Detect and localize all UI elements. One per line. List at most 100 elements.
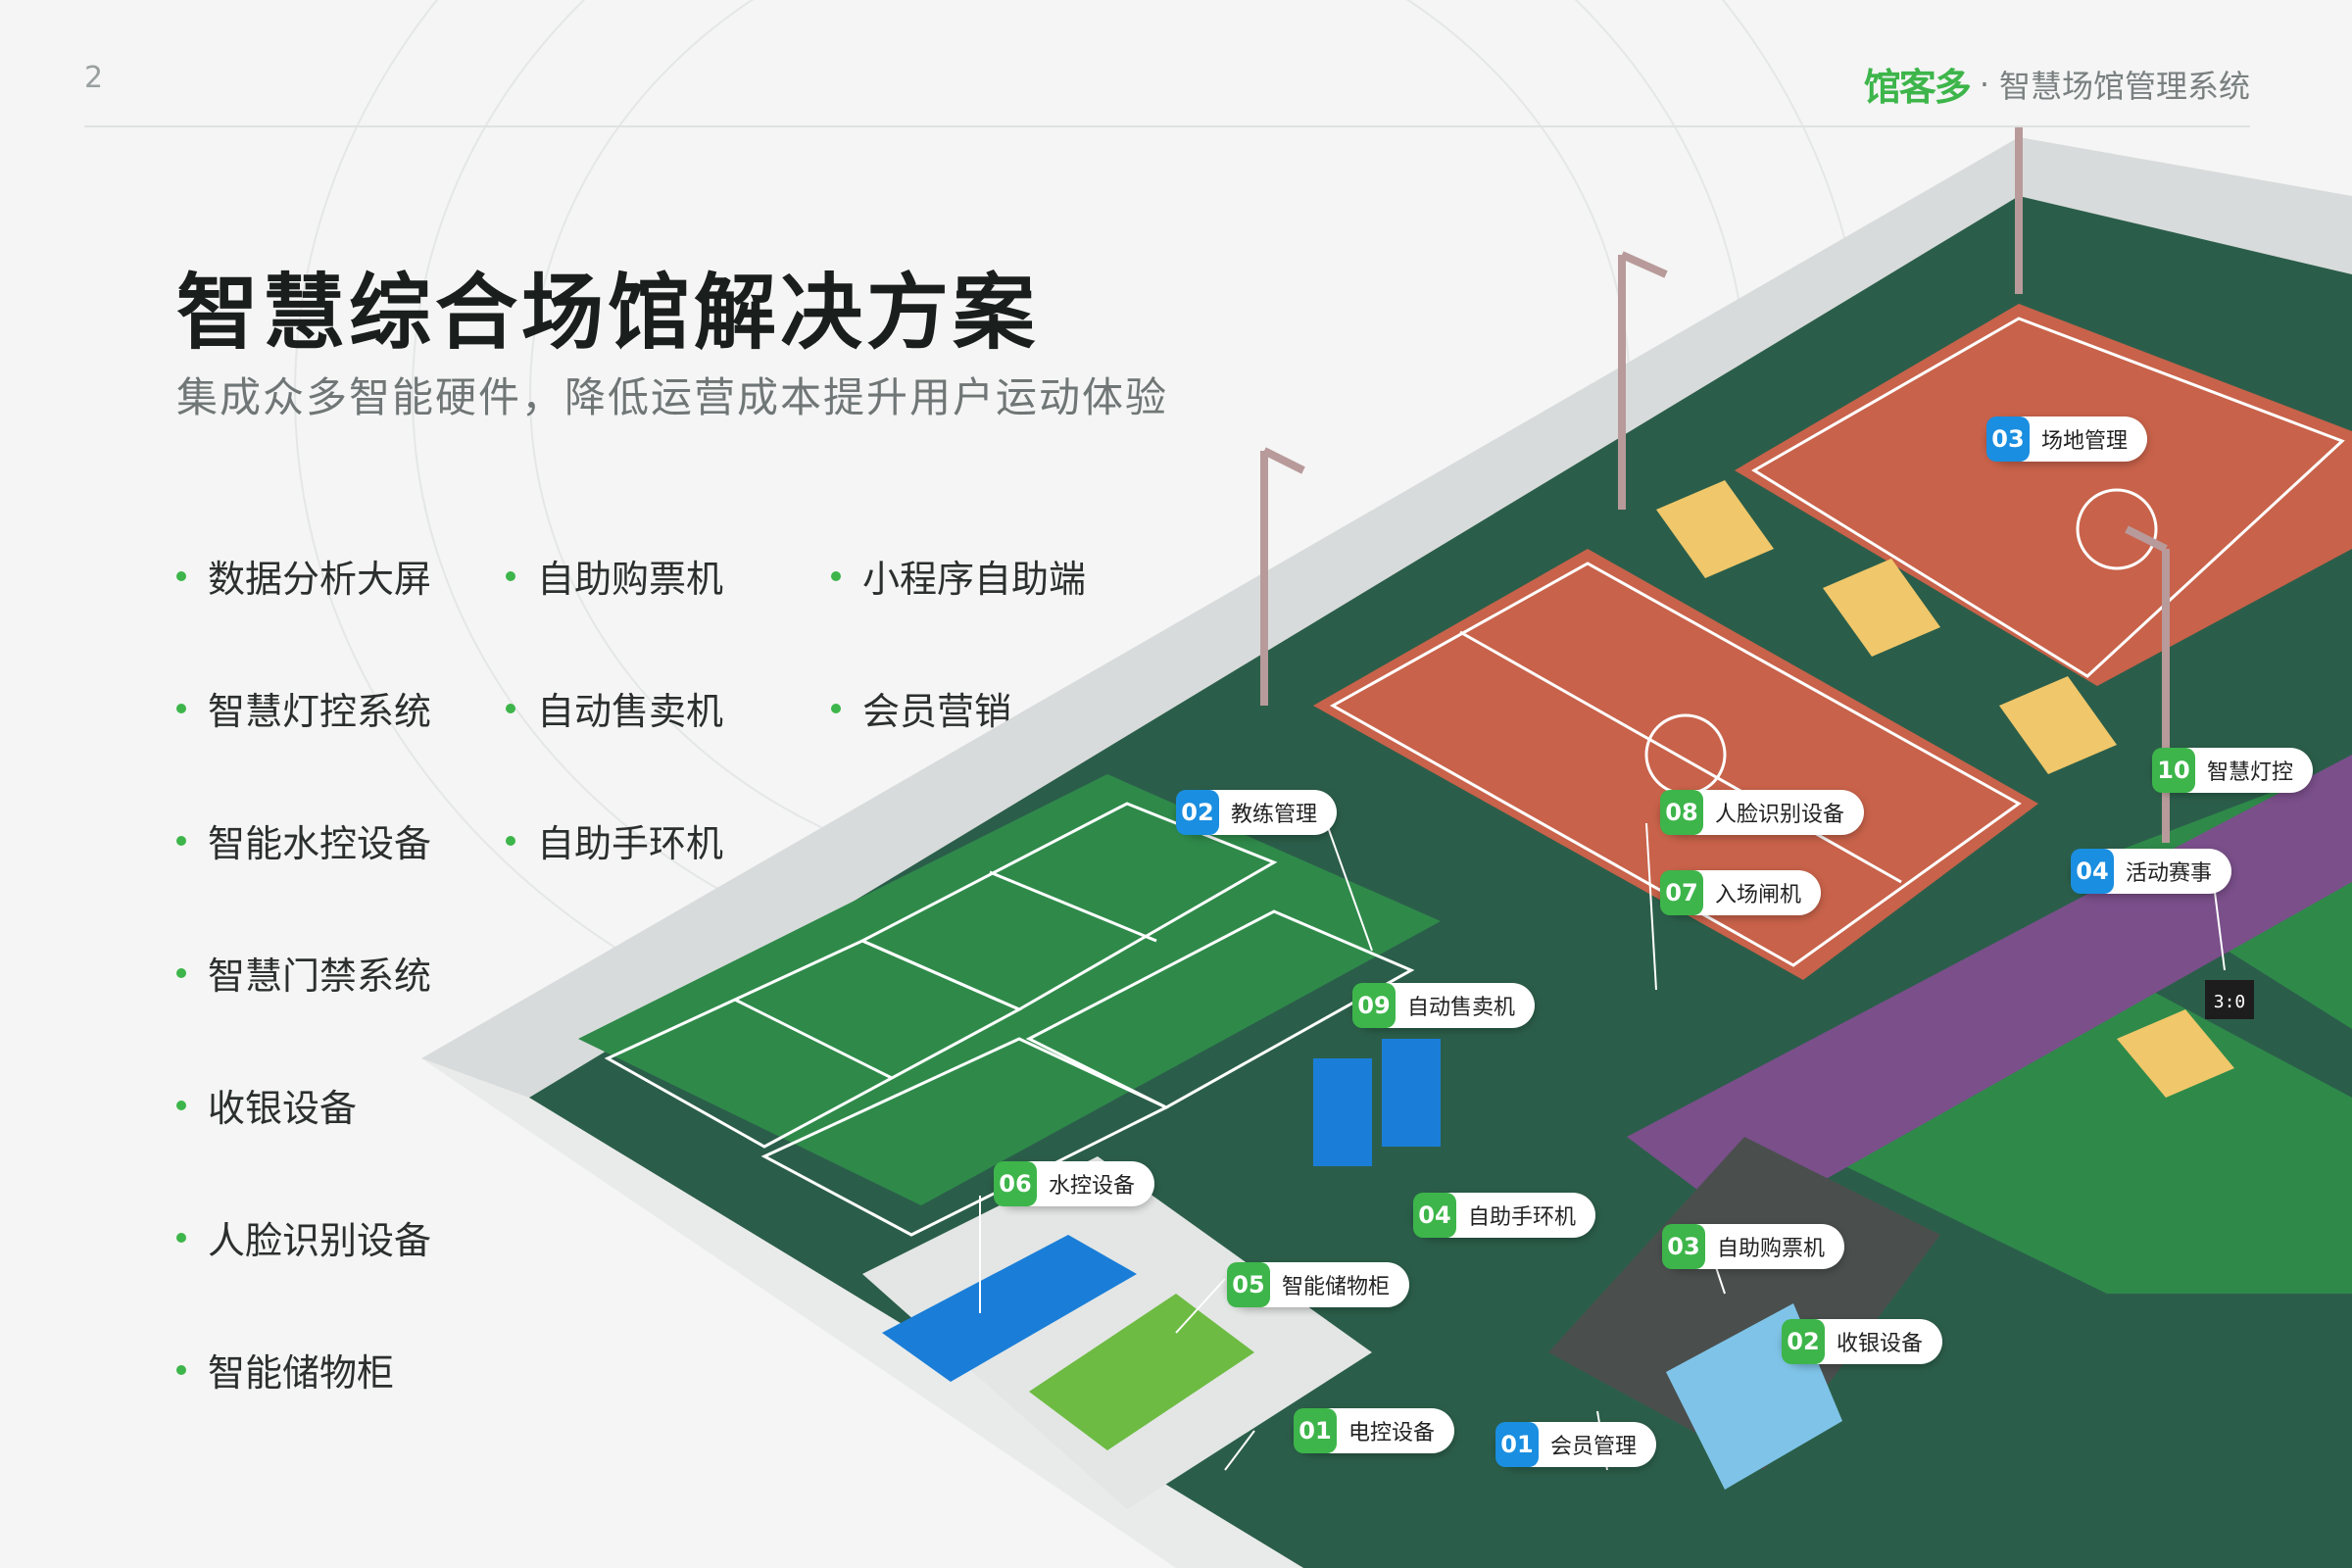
scoreboard: [2205, 980, 2254, 1019]
brand-tagline: 智慧场馆管理系统: [1998, 67, 2250, 105]
tag-number: 08: [1660, 790, 1703, 835]
tag-label: 收银设备: [1837, 1332, 1924, 1356]
feature-item: 小程序自助端: [831, 549, 1086, 603]
bullet-icon: [176, 703, 186, 713]
tag-number: 07: [1660, 870, 1703, 915]
shower-area: [882, 1235, 1137, 1382]
brand-logo: 馆客多: [1863, 66, 1972, 109]
tag-number: 03: [1662, 1224, 1705, 1269]
feature-item: 会员营销: [831, 681, 1011, 735]
tag-number: 04: [1413, 1193, 1456, 1238]
tag-label: 教练管理: [1231, 803, 1318, 827]
feature-item: 自助购票机: [506, 549, 723, 603]
feature-item: 人脸识别设备: [176, 1210, 431, 1264]
bullet-icon: [176, 967, 186, 978]
feature-label: 自助手环机: [537, 822, 724, 865]
tag-label: 自助购票机: [1717, 1237, 1826, 1261]
feature-label: 小程序自助端: [862, 558, 1087, 601]
feature-item: 智能水控设备: [176, 813, 431, 867]
tag-member-management: 01 会员管理: [1495, 1422, 1657, 1467]
feature-label: 数据分析大屏: [208, 558, 432, 601]
bullet-icon: [176, 1100, 186, 1110]
feature-item: 智能储物柜: [176, 1343, 394, 1396]
bullet-icon: [506, 835, 515, 846]
tag-number: 09: [1352, 983, 1396, 1028]
shop-area: [1548, 1137, 1940, 1470]
tag-label: 自动售卖机: [1407, 996, 1516, 1020]
tag-label: 会员管理: [1550, 1435, 1638, 1459]
tag-label: 水控设备: [1049, 1174, 1136, 1199]
brand-separator: ·: [1979, 65, 1989, 103]
tag-number: 01: [1294, 1408, 1337, 1453]
tag-number: 02: [1782, 1319, 1825, 1364]
tag-ticket-kiosk: 03 自助购票机: [1662, 1224, 1845, 1269]
vending-machine: [1382, 1039, 1441, 1147]
tag-vending-machine: 09 自动售卖机: [1352, 983, 1536, 1028]
tag-label: 智慧灯控: [2207, 760, 2294, 785]
feature-label: 智能水控设备: [208, 822, 432, 865]
tag-wristband-kiosk: 04 自助手环机: [1413, 1193, 1596, 1238]
brand-header: 馆客多 · 智慧场馆管理系统: [1864, 57, 2250, 111]
basketball-court: [1313, 549, 2038, 980]
tag-label: 人脸识别设备: [1715, 803, 1845, 827]
tag-power-control: 01 电控设备: [1294, 1408, 1455, 1453]
feature-item: 自动售卖机: [506, 681, 723, 735]
feature-item: 数据分析大屏: [176, 549, 431, 603]
feature-label: 人脸识别设备: [208, 1219, 432, 1262]
benches: [1656, 480, 2234, 1098]
tag-number: 02: [1176, 790, 1219, 835]
tag-events: 04 活动赛事: [2071, 849, 2232, 894]
page-number: 2: [84, 61, 104, 95]
badminton-area: [578, 774, 1441, 1205]
tag-number: 03: [1986, 416, 2030, 462]
tag-number: 05: [1227, 1262, 1270, 1307]
bullet-icon: [176, 1364, 186, 1375]
tag-venue-management: 03 场地管理: [1986, 416, 2148, 462]
feature-item: 智慧门禁系统: [176, 946, 431, 1000]
light-poles: [1260, 127, 2170, 843]
badminton-lines: [604, 802, 1415, 1237]
bullet-icon: [176, 1232, 186, 1243]
tag-number: 06: [994, 1161, 1037, 1206]
bullet-icon: [506, 703, 515, 713]
feature-label: 自动售卖机: [537, 690, 724, 733]
tag-entry-gate: 07 入场闸机: [1660, 870, 1822, 915]
basketball-court-2: [1735, 304, 2352, 686]
bullet-icon: [831, 570, 841, 581]
feature-label: 收银设备: [208, 1087, 358, 1130]
tag-water-control: 06 水控设备: [994, 1161, 1155, 1206]
tag-label: 场地管理: [2041, 429, 2129, 454]
tag-label: 电控设备: [1348, 1421, 1436, 1446]
page-title: 智慧综合场馆解决方案: [176, 265, 1040, 361]
feature-item: 自助手环机: [506, 813, 723, 867]
tag-smart-lighting: 10 智慧灯控: [2152, 748, 2314, 793]
tag-label: 智能储物柜: [1282, 1275, 1391, 1299]
tag-coach-management: 02 教练管理: [1176, 790, 1338, 835]
scoreboard-text: 3:0: [2214, 992, 2246, 1012]
tag-smart-locker: 05 智能储物柜: [1227, 1262, 1410, 1307]
bullet-icon: [176, 570, 186, 581]
bullet-icon: [831, 703, 841, 713]
feature-label: 智慧门禁系统: [208, 955, 432, 998]
feature-label: 自助购票机: [537, 558, 724, 601]
tag-cashier: 02 收银设备: [1782, 1319, 1943, 1364]
court-lines: [1329, 317, 2345, 967]
locker-block: [1029, 1294, 1254, 1450]
feature-item: 收银设备: [176, 1078, 357, 1132]
page-subtitle: 集成众多智能硬件，降低运营成本提升用户运动体验: [176, 373, 1169, 421]
feature-label: 智能储物柜: [208, 1351, 395, 1395]
feature-item: 智慧灯控系统: [176, 681, 431, 735]
tag-label: 活动赛事: [2126, 861, 2213, 886]
tag-label: 自助手环机: [1468, 1205, 1577, 1230]
tag-number: 10: [2152, 748, 2195, 793]
header-divider: [84, 125, 2250, 127]
vending-machine: [1313, 1058, 1372, 1166]
feature-label: 会员营销: [862, 690, 1012, 733]
bullet-icon: [506, 570, 515, 581]
tag-number: 01: [1495, 1422, 1539, 1467]
tag-number: 04: [2071, 849, 2114, 894]
feature-label: 智慧灯控系统: [208, 690, 432, 733]
bullet-icon: [176, 835, 186, 846]
tag-label: 入场闸机: [1715, 883, 1802, 907]
